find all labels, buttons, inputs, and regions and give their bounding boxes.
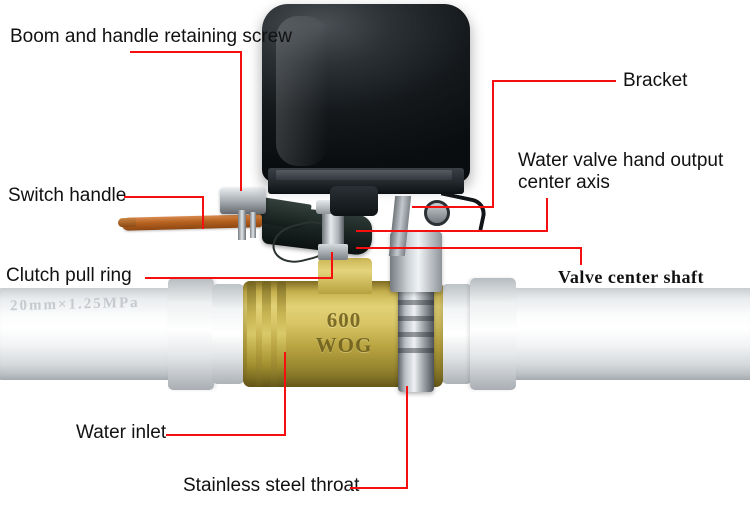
leader-line-water-valve-hand-output-center-axis-h bbox=[356, 230, 548, 232]
callout-label-valve-center-shaft: Valve center shaft bbox=[558, 267, 704, 287]
leader-line-clutch-pull-ring-h bbox=[145, 277, 333, 279]
leader-line-stainless-steel-throat-h bbox=[350, 487, 408, 489]
motor-highlight bbox=[276, 16, 328, 166]
leader-line-bracket-h2 bbox=[412, 206, 494, 208]
pipe-marking-text: 20mm×1.25MPa bbox=[10, 294, 140, 315]
leader-line-switch-handle-h bbox=[124, 196, 204, 198]
coupling-nut-right-outer bbox=[470, 278, 516, 390]
coupling-nut-left-inner bbox=[212, 284, 244, 384]
leader-line-bracket-v bbox=[492, 80, 494, 208]
leader-line-switch-handle-v bbox=[202, 196, 204, 229]
leader-line-valve-center-shaft-h bbox=[356, 247, 582, 249]
callout-label-stainless-steel-throat: Stainless steel throat bbox=[183, 475, 360, 496]
callout-label-water-valve-hand-output-center-axis: Water valve hand output center axis bbox=[518, 150, 724, 194]
pvc-pipe-left bbox=[0, 288, 196, 380]
throat-band bbox=[398, 332, 434, 337]
leader-line-clutch-pull-ring-v bbox=[331, 252, 333, 279]
callout-label-water-inlet: Water inlet bbox=[76, 422, 167, 443]
bracket-center-screw bbox=[424, 200, 450, 226]
brass-rib bbox=[247, 281, 256, 387]
motor-base-lip bbox=[276, 170, 452, 180]
switch-handle-tip bbox=[117, 217, 137, 228]
leader-line-boom-and-handle-retaining-screw-h bbox=[130, 51, 242, 53]
valve-marking-600: 600 bbox=[326, 308, 362, 332]
throat-band bbox=[398, 348, 434, 353]
brass-rib bbox=[277, 281, 286, 387]
motor-housing bbox=[262, 4, 470, 182]
brass-valve-neck bbox=[318, 258, 372, 294]
valve-marking-wog: WOG bbox=[315, 333, 373, 357]
valve-shaft-nut bbox=[318, 244, 348, 260]
retaining-screw-block bbox=[220, 188, 266, 214]
leader-line-stainless-steel-throat-v bbox=[406, 386, 408, 489]
retaining-screw-stem bbox=[238, 210, 246, 240]
brass-rib bbox=[262, 281, 271, 387]
leader-line-water-inlet-v bbox=[284, 352, 286, 436]
coupling-nut-right-inner bbox=[442, 284, 472, 384]
leader-line-water-inlet-h bbox=[166, 434, 286, 436]
motor-wire bbox=[435, 191, 489, 231]
leader-line-water-valve-hand-output-center-axis-v bbox=[546, 198, 548, 232]
callout-label-clutch-pull-ring: Clutch pull ring bbox=[6, 265, 132, 286]
leader-line-bracket-h1 bbox=[492, 80, 616, 82]
throat-band bbox=[398, 316, 434, 321]
retaining-screw-stem-2 bbox=[250, 212, 256, 238]
callout-label-bracket: Bracket bbox=[623, 70, 688, 91]
motor-output-boss bbox=[330, 186, 378, 216]
pvc-pipe-right bbox=[500, 288, 750, 380]
callout-label-switch-handle: Switch handle bbox=[8, 185, 127, 206]
callout-label-boom-and-handle-retaining-screw: Boom and handle retaining screw bbox=[10, 26, 293, 47]
leader-line-valve-center-shaft-v bbox=[580, 247, 582, 265]
leader-line-boom-and-handle-retaining-screw-v bbox=[240, 51, 242, 191]
coupling-nut-left-outer bbox=[168, 278, 214, 390]
throat-band bbox=[398, 300, 434, 305]
